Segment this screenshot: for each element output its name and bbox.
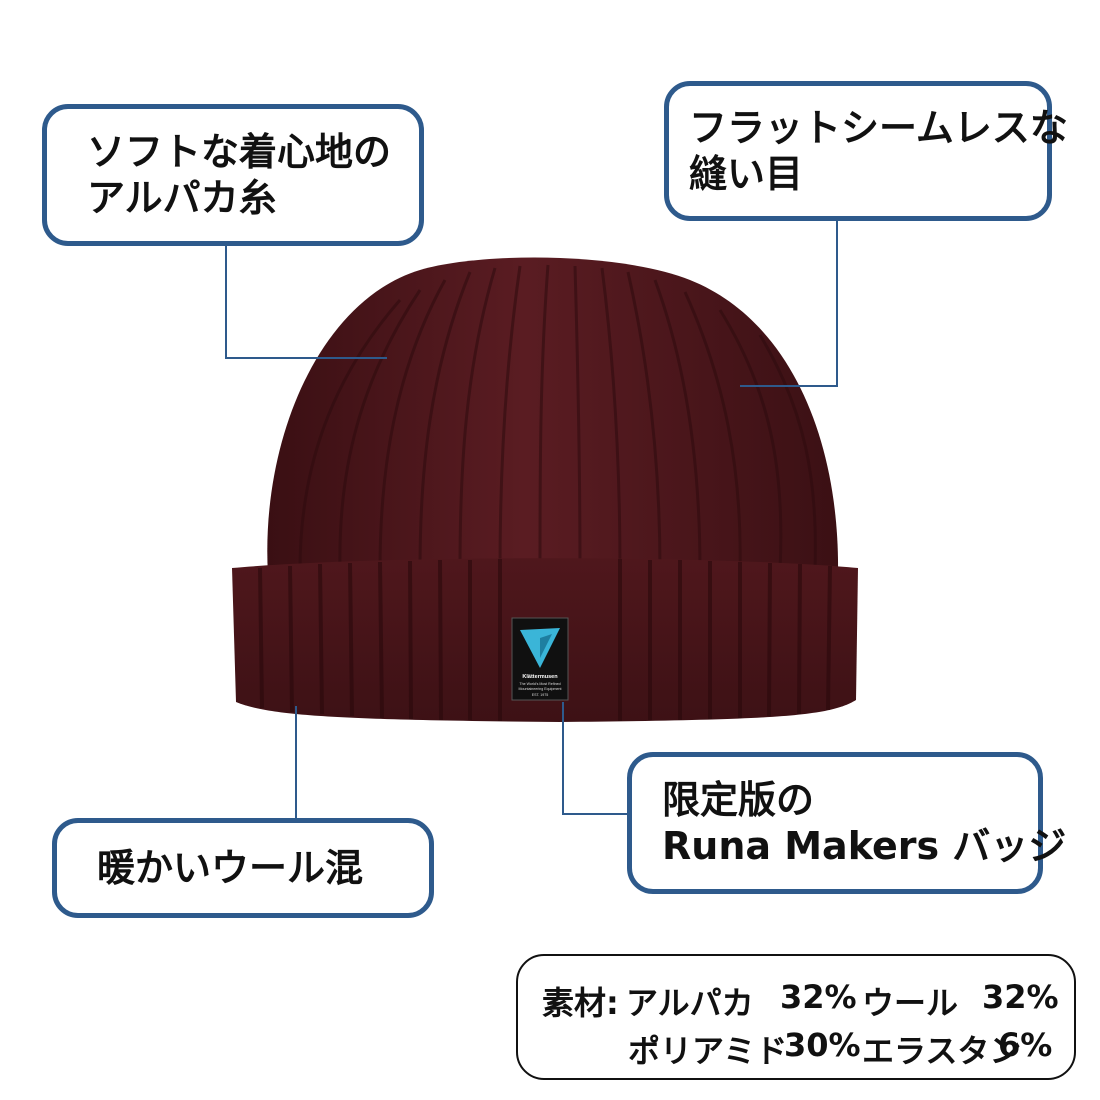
leader-soft-horizontal [225, 357, 387, 359]
callout-flat-line1: フラットシームレスな [689, 106, 1068, 150]
callout-soft-line1: ソフトな着心地の [87, 130, 392, 174]
material-name-polyamide: ポリアミド [628, 1032, 788, 1070]
callout-soft-line2: アルパカ糸 [87, 176, 277, 220]
callout-badge-line1: 限定版の [662, 778, 815, 822]
material-percent-polyamide: 30% [784, 1026, 861, 1064]
material-name-alpaca: アルパカ [626, 984, 754, 1022]
material-percent-alpaca: 32% [780, 978, 857, 1016]
material-name-wool: ウール [862, 984, 959, 1022]
materials-label: 素材: [542, 984, 619, 1022]
callout-warm-line1: 暖かいウール混 [97, 846, 364, 890]
callout-badge-line2: Runa Makers バッジ [662, 824, 1067, 868]
material-percent-elastane: 6% [998, 1026, 1053, 1064]
leader-badge-horizontal [562, 813, 629, 815]
leader-warm-vertical [295, 706, 297, 820]
leader-soft-vertical [225, 246, 227, 358]
beanie-crown [267, 257, 839, 575]
callout-limited-badge: 限定版の Runa Makers バッジ [627, 752, 1067, 894]
leader-flat-horizontal [740, 385, 838, 387]
callout-flat-line2: 縫い目 [689, 152, 804, 196]
materials-box: 素材: アルパカ 32% ウール 32% ポリアミド 30% エラスタン 6% [516, 954, 1076, 1080]
leader-flat-vertical [836, 221, 838, 387]
callout-soft-alpaca-yarn: ソフトな着心地の アルパカ糸 [42, 104, 424, 246]
badge-est: EST. 1975 [532, 693, 549, 697]
material-percent-wool: 32% [982, 978, 1059, 1016]
leader-badge-vertical [562, 702, 564, 814]
badge-tagline-2: Mountaineering Equipment [519, 687, 562, 691]
material-name-elastane: エラスタン [862, 1032, 1022, 1070]
badge-brand: Klättermusen [522, 674, 558, 680]
badge-tagline-1: The World's Most Refined [519, 682, 560, 686]
callout-warm-wool-blend: 暖かいウール混 [52, 818, 434, 918]
callout-flat-seamless-seam: フラットシームレスな 縫い目 [664, 81, 1068, 221]
